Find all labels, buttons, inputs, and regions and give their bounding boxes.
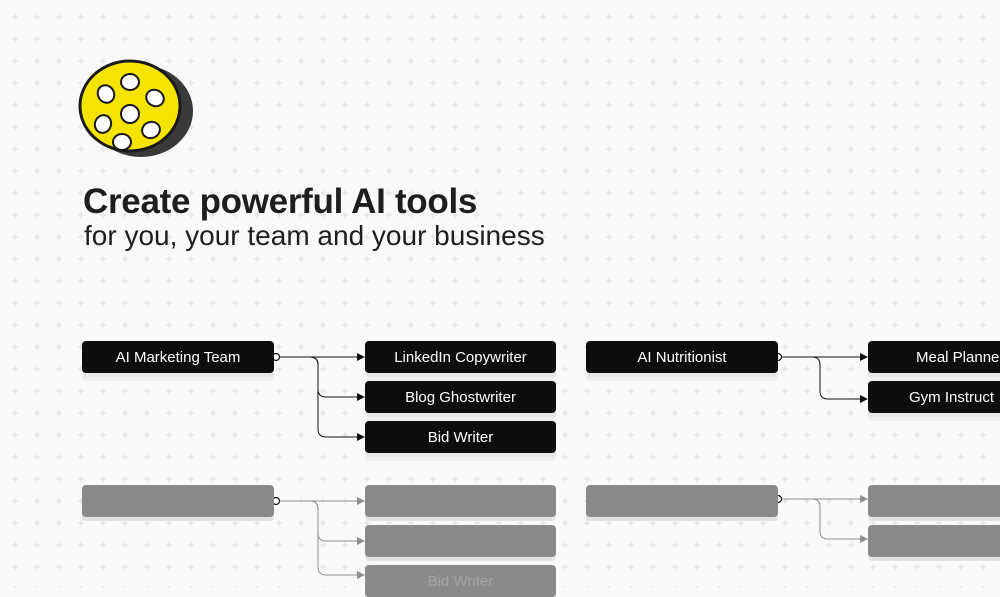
ghost-node-target: [365, 485, 556, 517]
connector-marketing: [278, 353, 365, 441]
ghost-node-target: [868, 525, 1000, 557]
ghost-node-source: [586, 485, 778, 517]
node-meal-planner[interactable]: Meal Planne: [868, 341, 1000, 373]
connector-ghost-2: [781, 495, 868, 543]
page-subtitle: for you, your team and your business: [84, 220, 545, 251]
node-ai-nutritionist[interactable]: AI Nutritionist: [586, 341, 778, 373]
connector-ghost-1: [278, 497, 365, 579]
node-blog-ghostwriter[interactable]: Blog Ghostwriter: [365, 381, 556, 413]
film-reel-icon: [78, 59, 193, 157]
node-ai-marketing-team[interactable]: AI Marketing Team: [82, 341, 274, 373]
ghost-node-target: [868, 485, 1000, 517]
node-gym-instructor[interactable]: Gym Instruct: [868, 381, 1000, 413]
ghost-node-target: [365, 525, 556, 557]
node-bid-writer[interactable]: Bid Writer: [365, 421, 556, 453]
connector-nutritionist: [781, 353, 868, 403]
ghost-node-bid-writer: Bid Writer: [365, 565, 556, 597]
ghost-node-source: [82, 485, 274, 517]
page-title: Create powerful AI tools: [83, 182, 478, 221]
node-linkedin-copywriter[interactable]: LinkedIn Copywriter: [365, 341, 556, 373]
